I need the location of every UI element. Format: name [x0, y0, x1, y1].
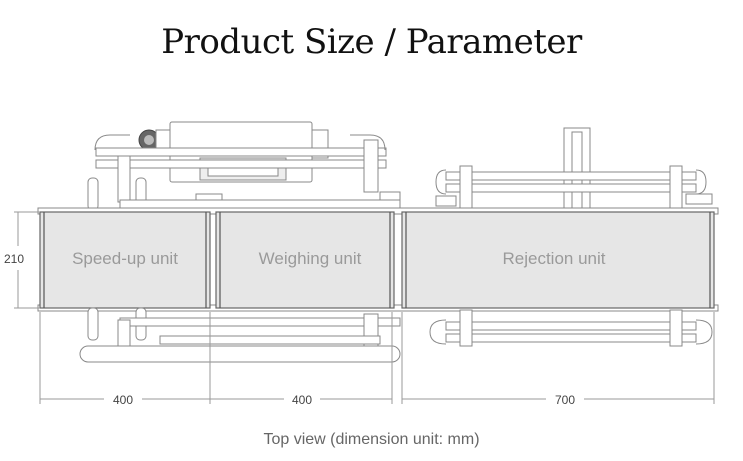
rejection-post-right	[669, 165, 683, 213]
upper-rail-1	[95, 147, 387, 157]
dimension-lines: 210 400 400 700	[0, 211, 715, 407]
rejection-bracket-left	[435, 195, 457, 207]
width-label-bg	[0, 248, 30, 268]
view-caption: Top view (dimension unit: mm)	[263, 431, 480, 448]
upper-post-left	[117, 155, 131, 203]
speed-up-unit-label: Speed-up unit	[72, 249, 178, 268]
weighing-length-label: 400	[292, 393, 312, 407]
drive-roller-hub	[144, 135, 154, 145]
rejection-length-label: 700	[555, 393, 575, 407]
width-dimension-label: 210	[4, 252, 24, 266]
bracket-1	[87, 177, 99, 211]
lower-post-left	[117, 319, 131, 347]
upper-post-right	[363, 139, 379, 193]
speed-up-length-label: 400	[113, 393, 133, 407]
rejection-rail-right-end	[695, 169, 707, 195]
rejection-rail-1	[445, 171, 697, 181]
rejection-lower-right-end	[695, 319, 713, 345]
upper-rail-2	[95, 159, 387, 169]
rejection-lower-rail-1	[445, 321, 697, 331]
conveyor-belts: Speed-up unit Weighing unit Rejection un…	[37, 207, 719, 312]
rejection-belt	[401, 211, 715, 309]
upper-left-bend	[94, 134, 130, 151]
lower-crossbar	[119, 317, 401, 327]
upper-right-bend	[350, 134, 386, 151]
rejection-unit-label: Rejection unit	[502, 249, 605, 268]
rejection-rail-left-end	[435, 169, 447, 195]
upper-drive-assembly	[87, 121, 401, 211]
lower-frame-assembly	[79, 307, 713, 363]
rejection-lower-rail-2	[445, 333, 697, 343]
rejection-lower-post-right	[669, 309, 683, 347]
speed-up-belt	[39, 211, 211, 309]
upper-crossbar	[119, 199, 401, 209]
weighing-unit-label: Weighing unit	[259, 249, 362, 268]
page-title: Product Size / Parameter	[161, 22, 582, 62]
lower-bracket-1	[87, 307, 99, 341]
rejection-post-left	[459, 165, 473, 213]
weighing-belt	[215, 211, 395, 309]
lower-rail	[159, 335, 381, 345]
rejection-lower-left-end	[429, 319, 447, 345]
rejection-rail-2	[445, 183, 697, 193]
lower-base-bar	[79, 345, 401, 363]
rejection-bracket-right	[685, 193, 713, 205]
rejection-lower-post-left	[459, 309, 473, 347]
